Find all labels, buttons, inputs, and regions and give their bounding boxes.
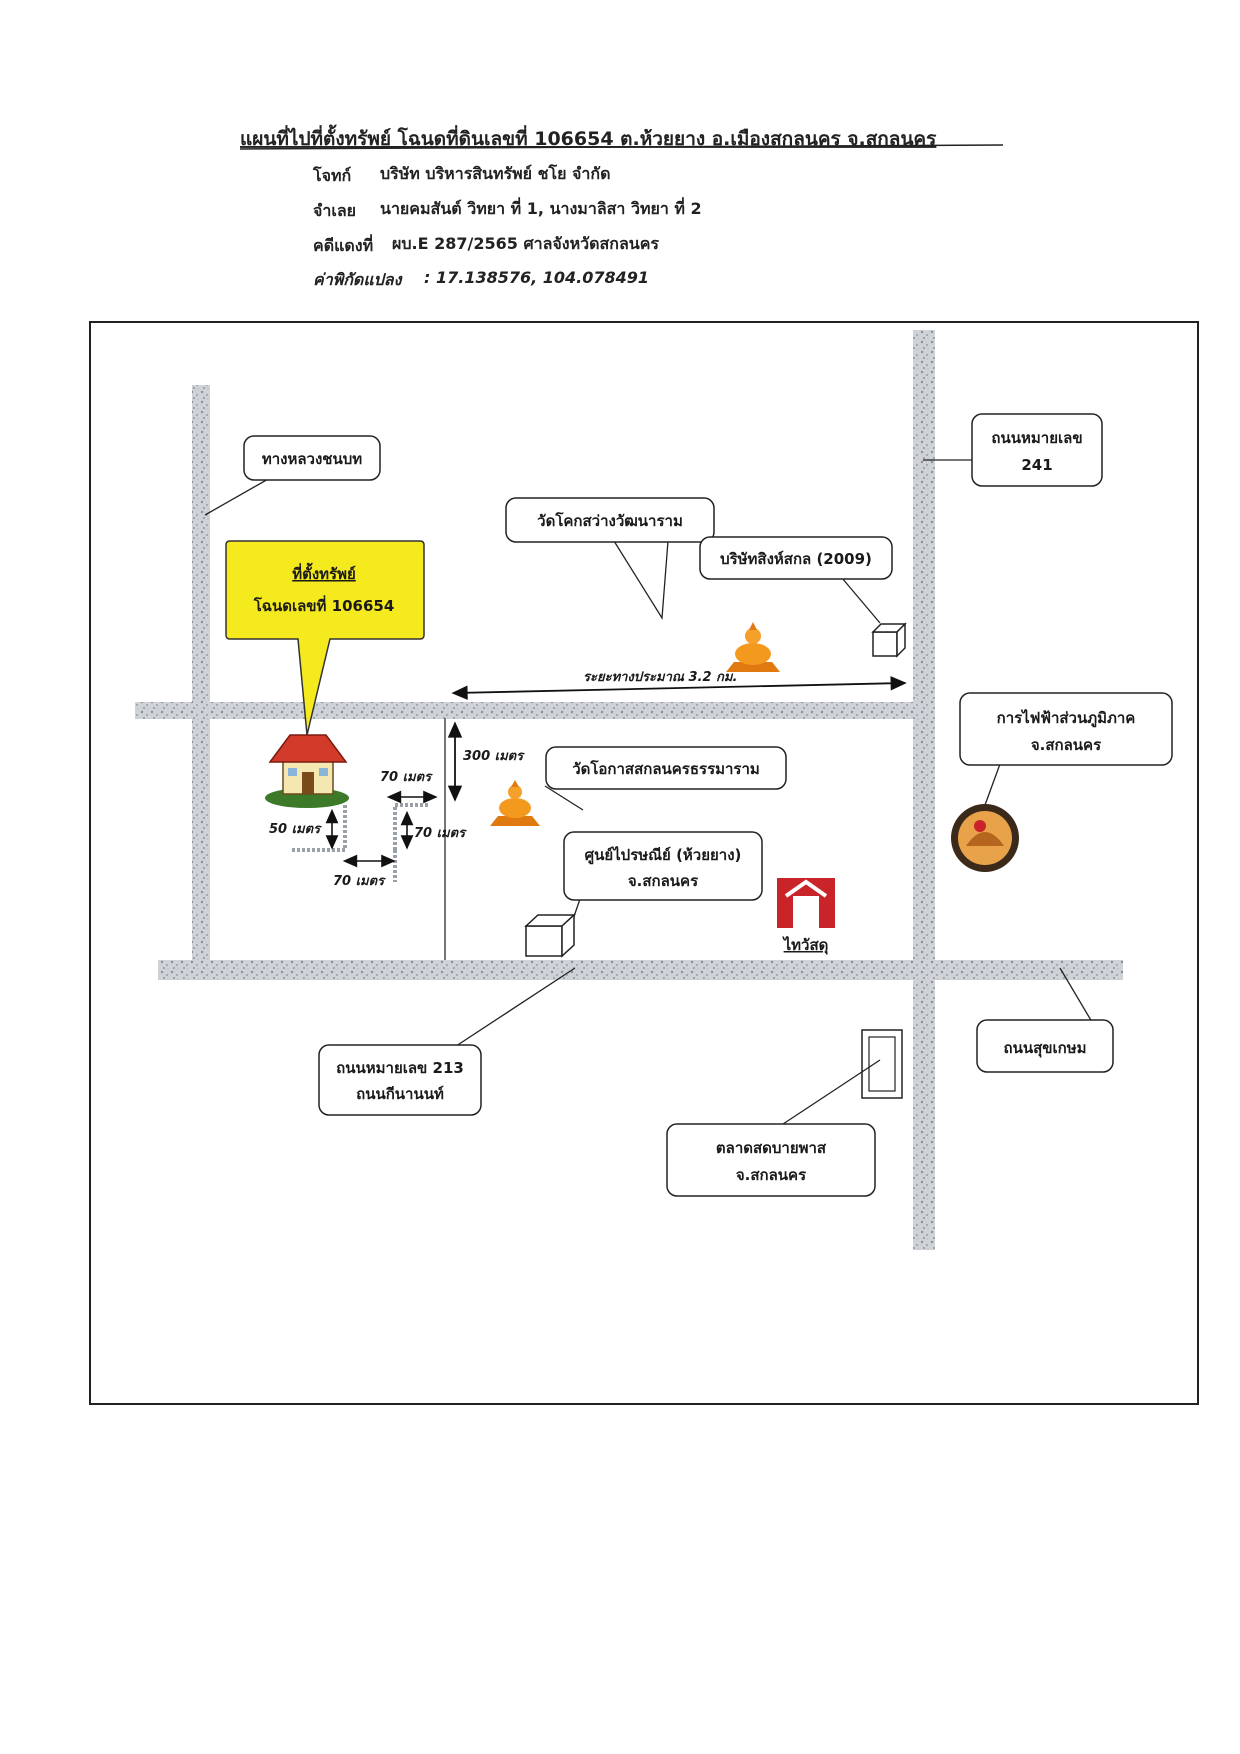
buddha-temple-icon: [726, 622, 780, 672]
distance-50m: 50 เมตร: [269, 808, 339, 850]
property-title: ที่ตั้งทรัพย์: [292, 562, 356, 583]
d70-right-label: 70 เมตร: [414, 826, 467, 841]
d300-label: 300 เมตร: [463, 749, 525, 764]
market-line1: ตลาดสดบายพาส: [716, 1139, 827, 1157]
d50-label: 50 เมตร: [269, 822, 322, 837]
thaiwatsadu-logo-icon: ไทวัสดุ: [777, 878, 835, 955]
roads: [135, 330, 1123, 1250]
house-icon: [265, 734, 349, 808]
market-line2: จ.สกลนคร: [736, 1166, 807, 1184]
map-frame: [89, 321, 1199, 1405]
lane-zigzag: [292, 803, 430, 882]
callout-suk-kasem: ถนนสุขเกษม: [976, 967, 1114, 1073]
wat-okas-label: วัดโอกาสสกลนครธรรมาราม: [572, 759, 760, 778]
distance-arrow-3-2km: ระยะทางประมาณ 3.2 กม.: [451, 670, 907, 700]
callout-road-213: ถนนหมายเลข 213 ถนนกีนานนท์: [318, 967, 576, 1116]
road-241-vertical: [913, 330, 935, 1250]
plaintiff-label: โจทก์: [312, 165, 351, 185]
callout-rural-road: ทางหลวงชนบท: [204, 435, 381, 516]
pea-emblem-icon: [951, 804, 1019, 872]
post-office-line1: ศูนย์ไปรษณีย์ (ห้วยยาง): [585, 845, 742, 865]
road-213-line2: ถนนกีนานนท์: [356, 1085, 444, 1103]
suk-kasem-label: ถนนสุขเกษม: [1004, 1039, 1087, 1058]
case-label: คดีแดงที่: [313, 234, 373, 255]
distance-300m: 300 เมตร: [447, 721, 525, 802]
buddha-temple-icon: [490, 780, 540, 826]
header: แผนที่ไปที่ตั้งทรัพย์ โฉนดที่ดินเลขที่ 1…: [239, 124, 1004, 289]
building-box-icon: [524, 913, 576, 958]
wat-sawang-label: วัดโคกสว่างวัฒนาราม: [537, 511, 683, 530]
road-213-horizontal: [158, 960, 1123, 980]
rural-road-label: ทางหลวงชนบท: [262, 450, 362, 468]
distance-70m-top: 70 เมตร: [380, 770, 438, 804]
approx-distance-label: ระยะทางประมาณ 3.2 กม.: [583, 670, 737, 685]
d70-top-label: 70 เมตร: [380, 770, 433, 785]
building-box-icon: [871, 622, 907, 658]
post-office-line2: จ.สกลนคร: [628, 872, 699, 890]
distance-70m-bottom: 70 เมตร: [333, 854, 396, 889]
case-value: ผบ.E 287/2565 ศาลจังหวัดสกลนคร: [392, 234, 659, 253]
road-241-line1: ถนนหมายเลข: [991, 429, 1082, 447]
defendant-value: นายคมสันต์ วิทยา ที่ 1, นางมาลิสา วิทยา …: [380, 197, 702, 218]
callout-wat-sawang: วัดโคกสว่างวัฒนาราม: [505, 497, 715, 621]
defendant-label: จำเลย: [313, 201, 356, 220]
plaintiff-value: บริษัท บริหารสินทรัพย์ ชโย จำกัด: [380, 163, 610, 183]
road-rural-vertical: [192, 385, 210, 960]
d70-bottom-label: 70 เมตร: [333, 874, 386, 889]
pea-line2: จ.สกลนคร: [1031, 736, 1102, 754]
road-241-line2: 241: [1021, 456, 1052, 474]
road-horizontal-upper: [135, 702, 925, 719]
callout-post-office: ศูนย์ไปรษณีย์ (ห้วยยาง) จ.สกลนคร: [563, 831, 763, 935]
title-underline: [239, 144, 1004, 150]
pea-line1: การไฟฟ้าส่วนภูมิภาค: [997, 708, 1136, 728]
callout-singh-company: บริษัทสิงห์สกล (2009): [699, 536, 893, 624]
distance-70m-right: 70 เมตร: [400, 810, 467, 850]
market-building-icon: [861, 1029, 903, 1099]
coord-label: ค่าพิกัดแปลง: [313, 270, 403, 289]
singh-company-label: บริษัทสิงห์สกล (2009): [720, 550, 872, 568]
callout-wat-okas: วัดโอกาสสกลนครธรรมาราม: [544, 746, 787, 811]
callout-property: ที่ตั้งทรัพย์ โฉนดเลขที่ 106654: [225, 540, 425, 736]
callout-road-241: ถนนหมายเลข 241: [923, 413, 1103, 487]
property-deed: โฉนดเลขที่ 106654: [253, 595, 395, 615]
road-213-line1: ถนนหมายเลข 213: [336, 1059, 464, 1077]
coord-value: : 17.138576, 104.078491: [424, 268, 649, 287]
thaiwatsadu-label: ไทวัสดุ: [782, 935, 829, 955]
callout-pea: การไฟฟ้าส่วนภูมิภาค จ.สกลนคร: [959, 692, 1173, 806]
callout-market: ตลาดสดบายพาส จ.สกลนคร: [666, 1059, 881, 1197]
